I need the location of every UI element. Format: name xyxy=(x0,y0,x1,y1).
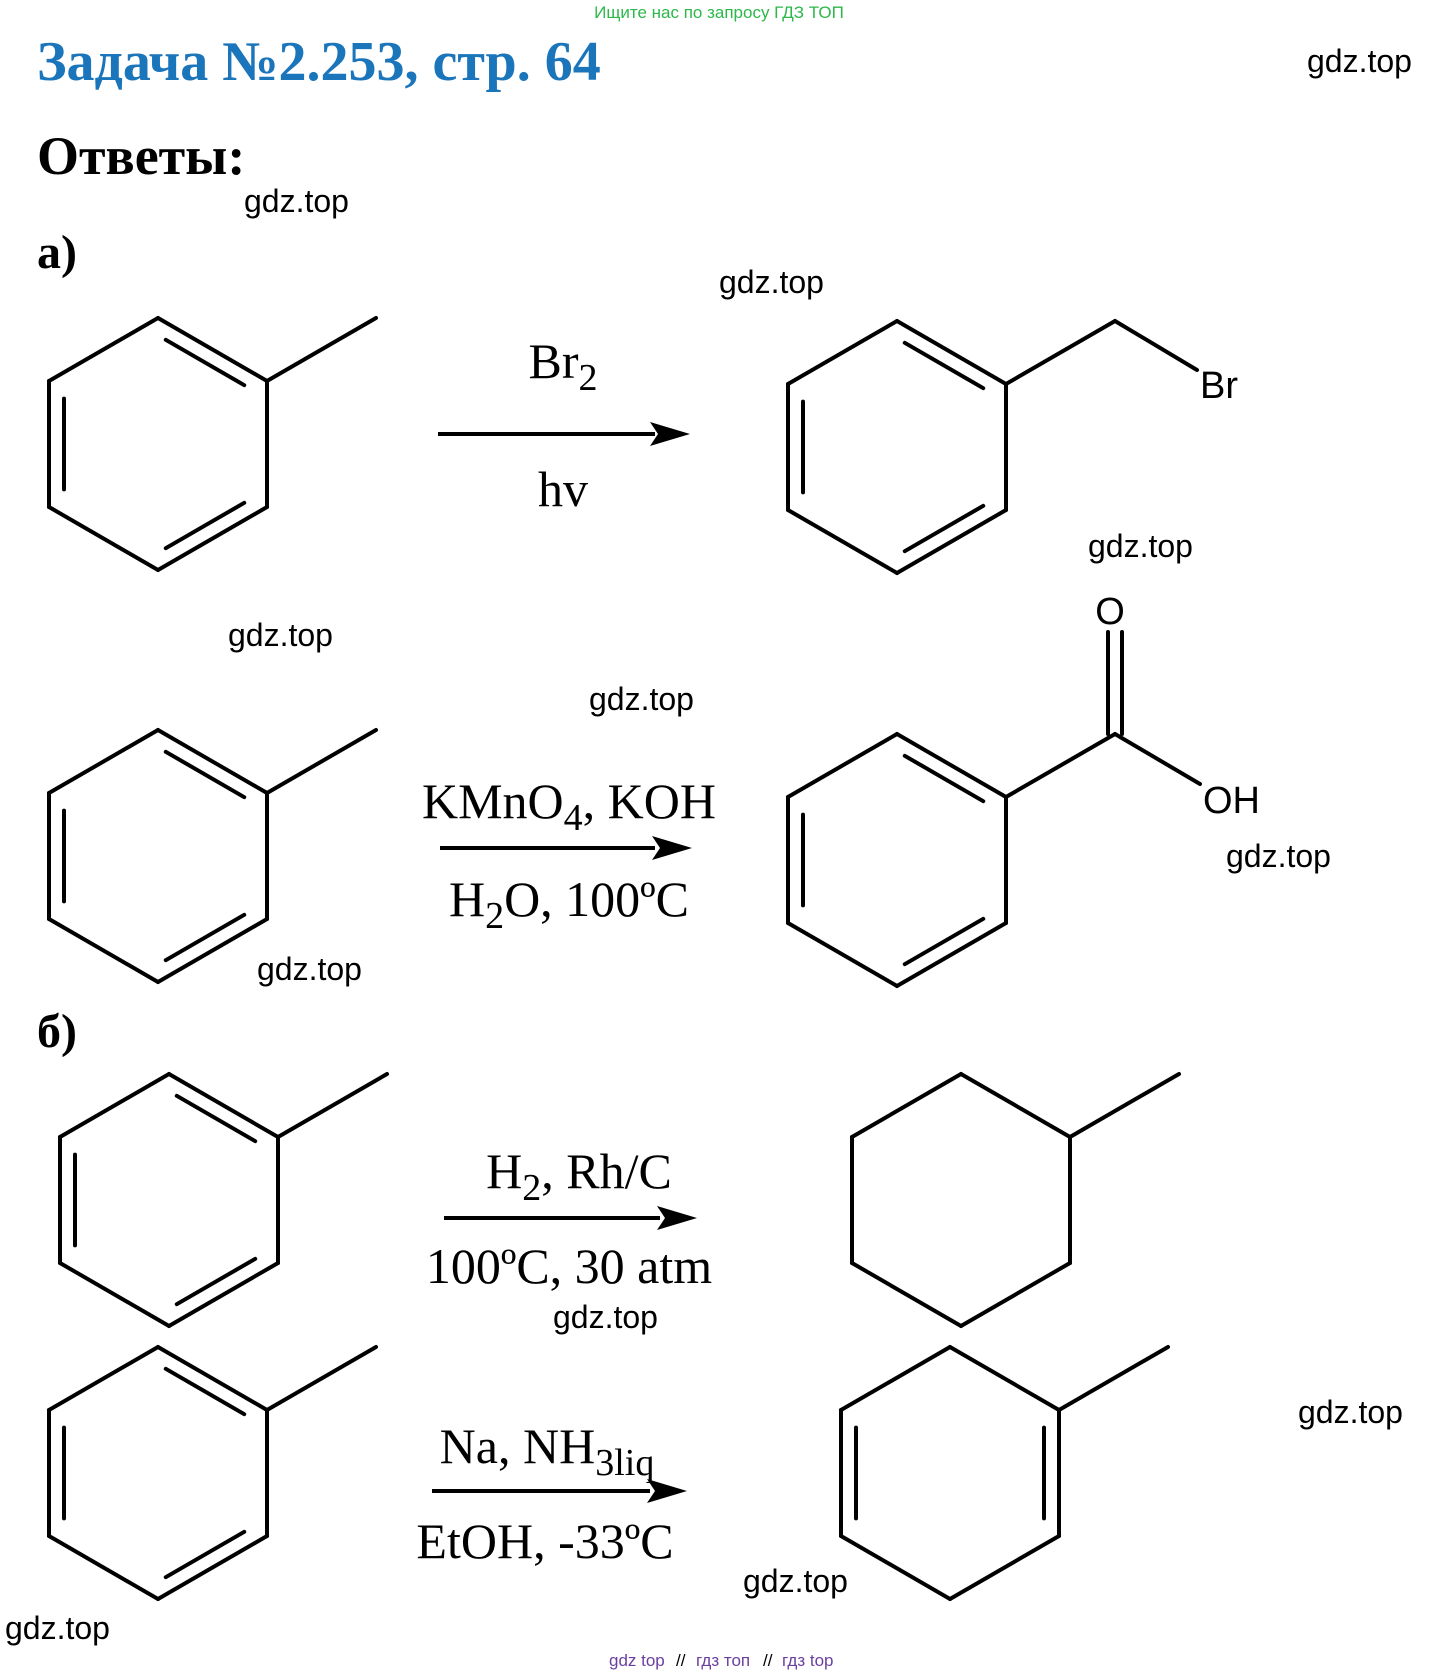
ring-bond xyxy=(156,505,269,572)
watermark: gdz.top xyxy=(719,264,824,300)
ring-double-bond xyxy=(902,340,986,391)
c-br-bond xyxy=(1113,319,1199,372)
ring-bond xyxy=(47,1345,160,1412)
methyl-bond xyxy=(265,316,378,383)
watermark: gdz.top xyxy=(244,183,349,219)
reagent-condition-bottom: hv xyxy=(538,461,588,517)
search-hint: Ищите нас по запросу ГДЗ ТОП xyxy=(594,3,844,22)
footer-separator: // xyxy=(676,1651,686,1670)
ring-bond xyxy=(156,1345,269,1412)
ring-bond xyxy=(47,505,160,572)
watermark: gdz.top xyxy=(1226,838,1331,874)
footer-link[interactable]: гдз топ xyxy=(696,1651,750,1670)
ring-bond xyxy=(959,1261,1072,1328)
ring-bond xyxy=(167,1261,280,1328)
ring-double-bond xyxy=(163,337,247,388)
ring-double-bond xyxy=(174,1256,258,1307)
reagent-condition-top: Na, NH3liq xyxy=(440,1418,655,1484)
watermark: gdz.top xyxy=(553,1299,658,1335)
ring-bond xyxy=(786,508,899,575)
section-label-a: а) xyxy=(37,226,77,279)
reagent-condition-bottom: H2O, 100ºC xyxy=(449,871,689,937)
ring-bond xyxy=(839,1345,952,1412)
ring-bond xyxy=(839,1534,952,1601)
watermark: gdz.top xyxy=(1307,43,1412,79)
reaction-arrow xyxy=(432,1479,687,1503)
ring-bond xyxy=(156,917,269,984)
ring-double-bond xyxy=(902,916,986,967)
methyl-bond xyxy=(265,1345,378,1412)
ring-bond xyxy=(850,1261,963,1328)
ring-bond xyxy=(850,1072,963,1139)
ring-bond xyxy=(786,921,899,988)
reaction-arrow xyxy=(440,836,692,860)
reagent-condition-bottom: 100ºC, 30 atm xyxy=(426,1238,712,1294)
ring-bond xyxy=(948,1345,1061,1412)
ring-bond xyxy=(156,728,269,795)
watermark: gdz.top xyxy=(589,681,694,717)
ring-bond xyxy=(895,921,1008,988)
footer-link[interactable]: gdz top xyxy=(609,1651,665,1670)
ring-double-bond xyxy=(163,1366,247,1417)
watermark: gdz.top xyxy=(1298,1394,1403,1430)
ring-double-bond xyxy=(902,503,986,554)
ring-double-bond xyxy=(163,912,247,963)
watermark: gdz.top xyxy=(228,617,333,653)
page-title: Задача №2.253, стр. 64 xyxy=(37,31,601,93)
footer-separator: // xyxy=(763,1651,773,1670)
c-oh-bond xyxy=(1113,732,1202,786)
section-label-b: б) xyxy=(37,1005,77,1058)
reagent-condition-top: KMnO4, KOH xyxy=(422,773,716,839)
watermark: gdz.top xyxy=(1088,528,1193,564)
reagent-condition-bottom: EtOH, -33ºC xyxy=(416,1513,673,1569)
footer-link[interactable]: гдз top xyxy=(782,1651,834,1670)
methyl-bond xyxy=(265,728,378,795)
methyl-bond xyxy=(276,1072,389,1139)
methyl-bond xyxy=(1068,1072,1181,1139)
atom-label-o: O xyxy=(1095,591,1125,633)
ring-bond xyxy=(167,1072,280,1139)
reaction-arrow xyxy=(438,422,690,446)
reaction-arrow xyxy=(444,1206,697,1230)
ring-bond xyxy=(47,728,160,795)
methyl-bond xyxy=(1057,1345,1170,1412)
watermark: gdz.top xyxy=(5,1610,110,1646)
ring-bond xyxy=(58,1261,171,1328)
ring-bond xyxy=(948,1534,1061,1601)
ring-double-bond xyxy=(163,1529,247,1580)
ring-double-bond xyxy=(163,749,247,800)
ring-bond xyxy=(895,508,1008,575)
ring-bond xyxy=(47,316,160,383)
atom-label-oh: OH xyxy=(1203,780,1260,822)
ring-bond xyxy=(786,319,899,386)
reagent-condition-top: Br2 xyxy=(529,333,598,399)
watermark: gdz.top xyxy=(743,1563,848,1599)
carboxyl-bond xyxy=(1004,732,1117,799)
ring-bond xyxy=(47,1534,160,1601)
answers-heading: Ответы: xyxy=(37,126,245,186)
ring-double-bond xyxy=(174,1093,258,1144)
watermark: gdz.top xyxy=(257,951,362,987)
ring-bond xyxy=(959,1072,1072,1139)
ring-bond xyxy=(156,316,269,383)
ring-bond xyxy=(895,732,1008,799)
ring-bond xyxy=(156,1534,269,1601)
ch2-bond xyxy=(1004,319,1117,386)
ring-bond xyxy=(786,732,899,799)
atom-label-br: Br xyxy=(1200,365,1238,407)
ring-bond xyxy=(47,917,160,984)
reagent-condition-top: H2, Rh/C xyxy=(486,1143,672,1209)
ring-double-bond xyxy=(163,500,247,551)
ring-bond xyxy=(895,319,1008,386)
molecules xyxy=(47,316,1202,1601)
ring-bond xyxy=(58,1072,171,1139)
ring-double-bond xyxy=(902,753,986,804)
footer-links: gdz top // гдз топ // гдз top xyxy=(609,1651,834,1670)
